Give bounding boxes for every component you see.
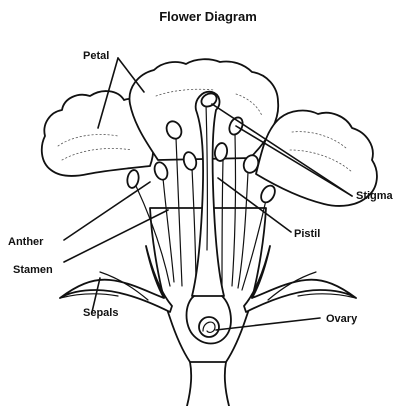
- label-anther: Anther: [8, 236, 44, 248]
- ovary: [199, 317, 219, 337]
- diagram-title: Flower Diagram: [159, 9, 257, 24]
- label-pistil: Pistil: [294, 228, 320, 240]
- stem: [187, 362, 229, 406]
- label-ovary: Ovary: [326, 313, 358, 325]
- label-stigma: Stigma: [356, 190, 394, 202]
- label-sepals: Sepals: [83, 307, 118, 319]
- label-petal: Petal: [83, 50, 109, 62]
- label-stamen: Stamen: [13, 264, 53, 276]
